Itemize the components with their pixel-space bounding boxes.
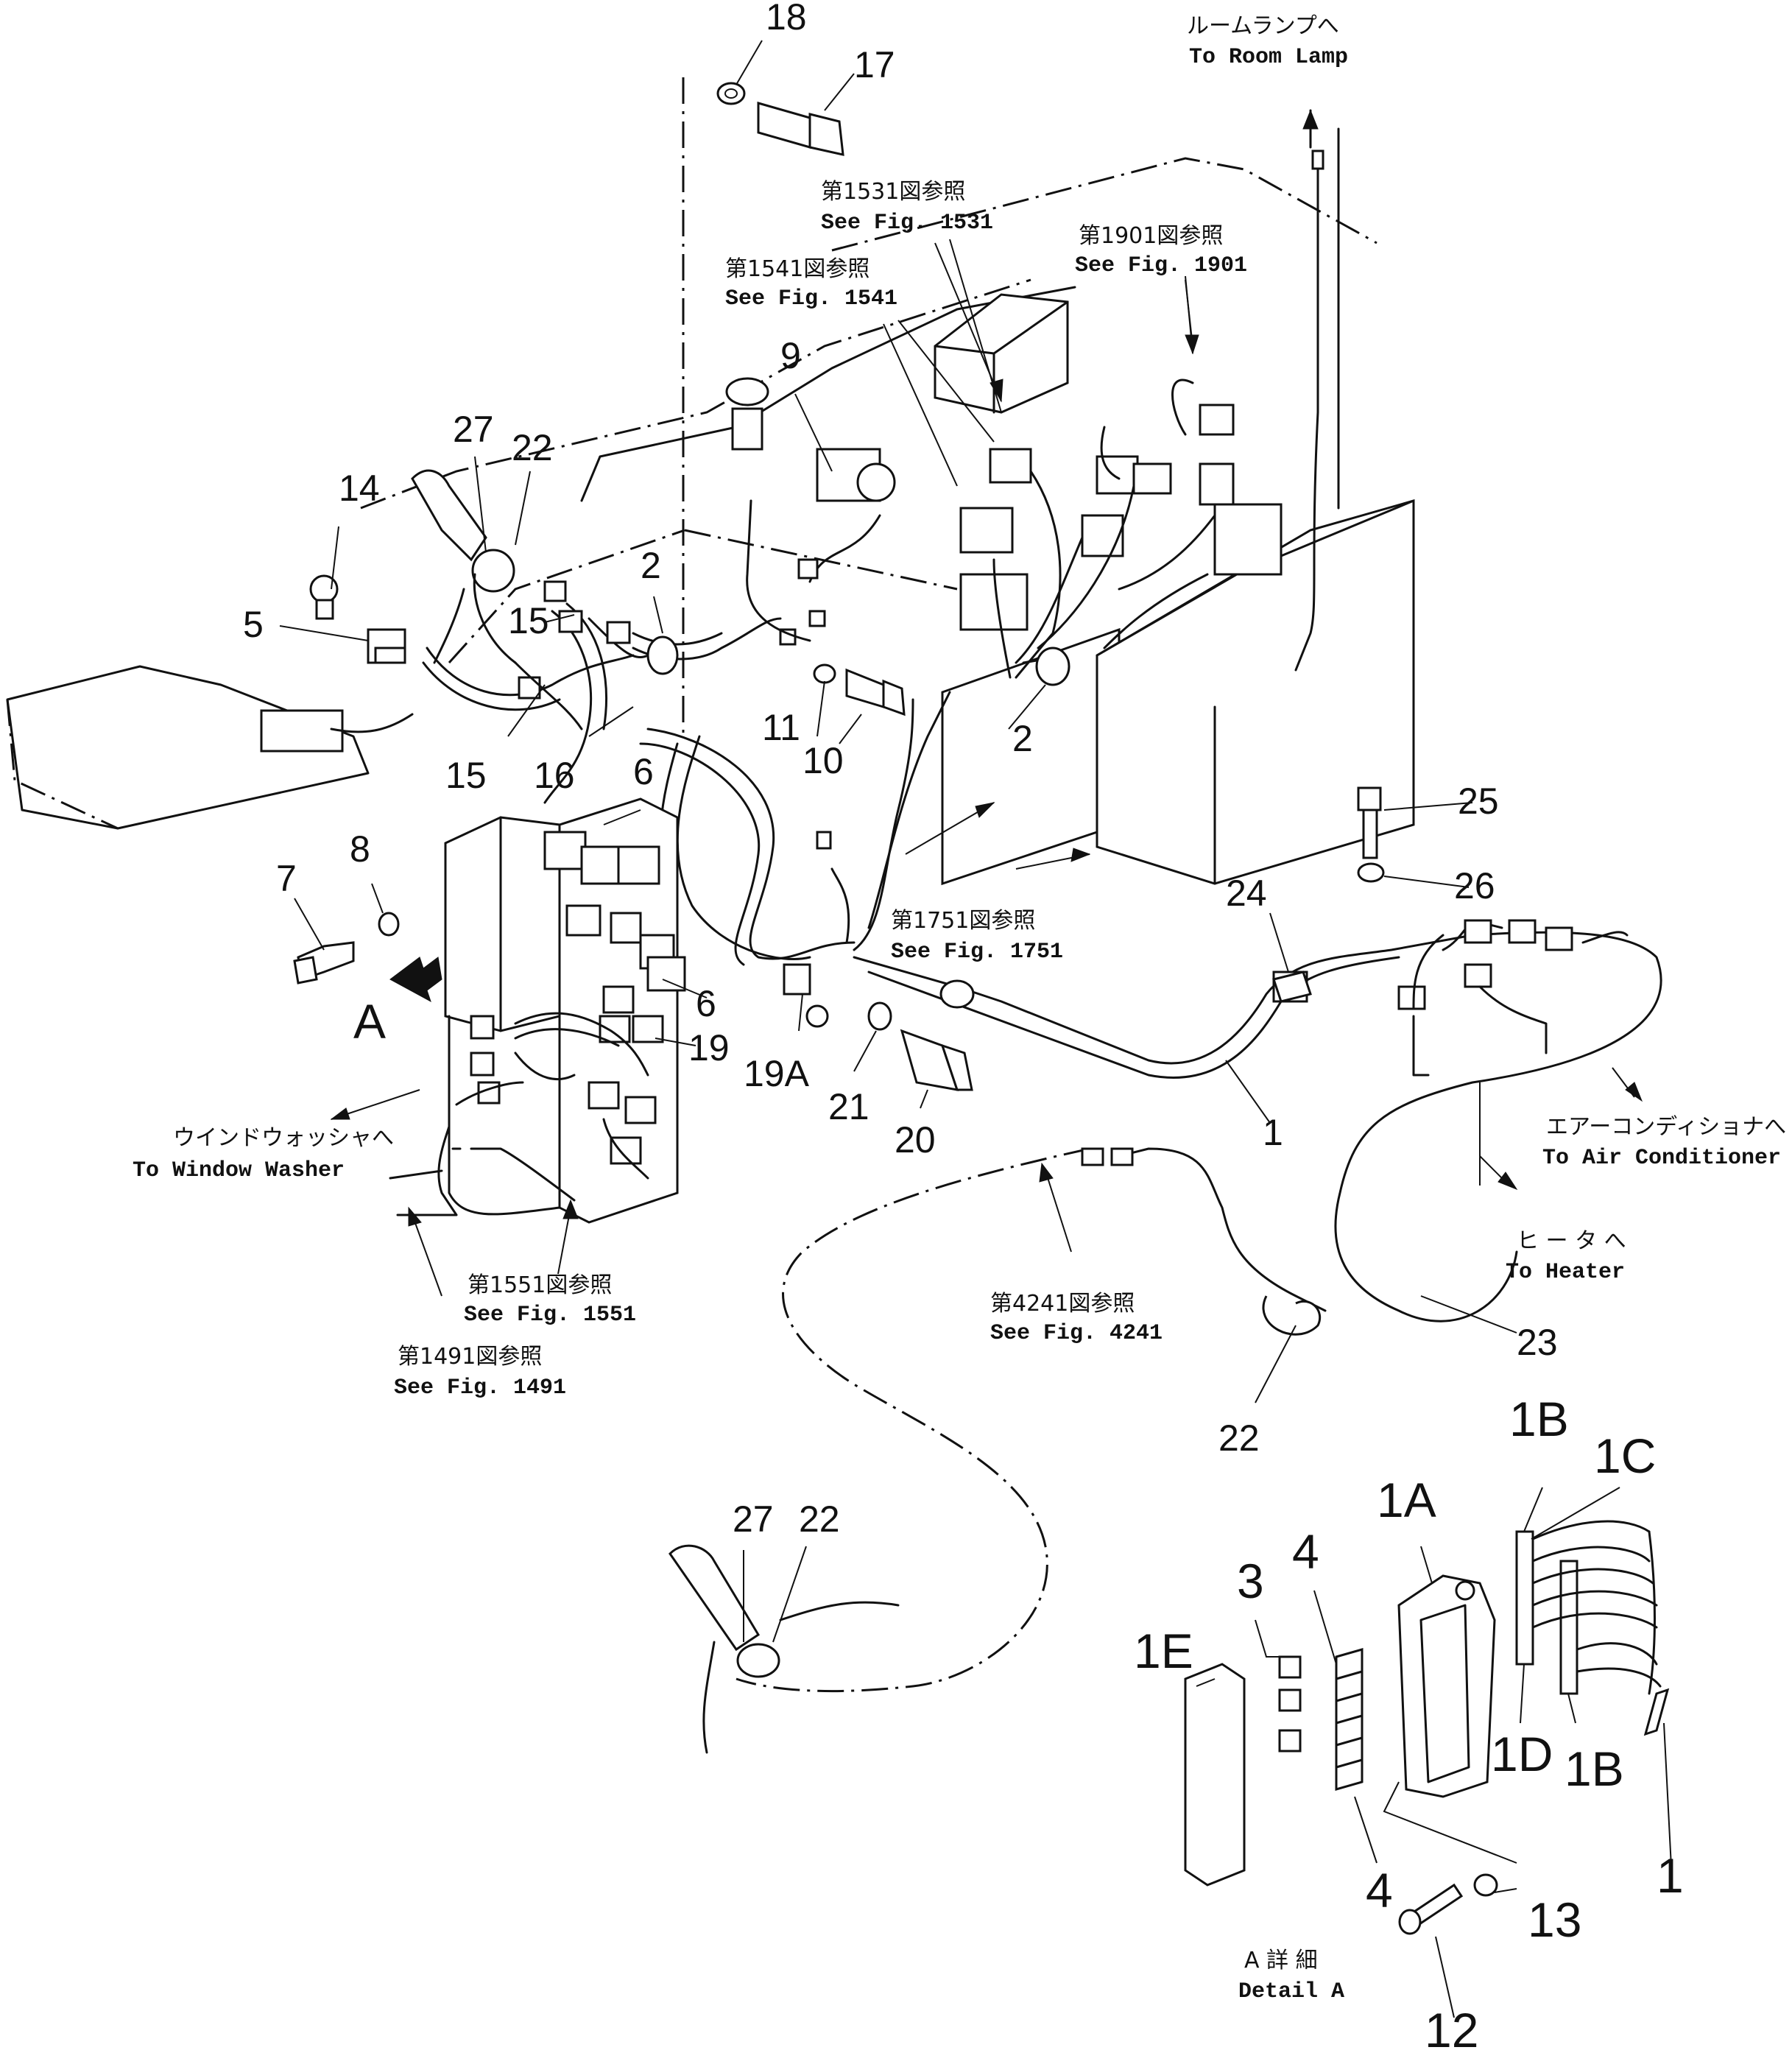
note-fig1551-jp: 第1551図参照	[468, 1272, 612, 1298]
view-arrow-a	[389, 957, 442, 1003]
note-detail-a-jp: A 詳 細	[1244, 1948, 1318, 1973]
callout-4-bottom: 4	[1366, 1863, 1393, 1917]
note-detail-a-en: Detail A	[1238, 1979, 1344, 2004]
relay-fuse-box	[389, 797, 686, 1224]
callout-1A: 1A	[1377, 1473, 1436, 1527]
callout-27-bottom: 27	[733, 1498, 774, 1540]
callout-15-a: 15	[508, 600, 549, 641]
note-fig4241-en: See Fig. 4241	[990, 1321, 1163, 1346]
connector-cluster	[725, 377, 1283, 679]
callout-1-detail: 1	[1657, 1848, 1684, 1903]
note-fig1751-en: See Fig. 1751	[891, 940, 1063, 965]
callout-22-bottom: 22	[799, 1498, 840, 1540]
callout-3: 3	[1237, 1554, 1264, 1608]
note-fig1901-jp: 第1901図参照	[1079, 223, 1223, 249]
callout-8: 8	[350, 828, 370, 870]
leader-lines	[279, 40, 1672, 2018]
note-heater-en: To Heater	[1506, 1260, 1625, 1285]
callout-22-mid: 22	[1218, 1417, 1260, 1459]
note-aircon-jp: エアーコンディショナへ	[1546, 1114, 1786, 1140]
callout-14: 14	[339, 468, 380, 509]
note-fig1491-jp: 第1491図参照	[398, 1344, 542, 1370]
callout-1C: 1C	[1594, 1429, 1656, 1483]
note-fig1541-en: See Fig. 1541	[725, 286, 897, 311]
callout-16: 16	[534, 755, 575, 796]
note-washer-en: To Window Washer	[133, 1158, 345, 1183]
callout-19A: 19A	[744, 1053, 810, 1094]
note-fig1531-jp: 第1531図参照	[821, 179, 965, 205]
reference-arrows	[330, 109, 1643, 1297]
callout-27-top: 27	[453, 409, 494, 450]
callout-5: 5	[243, 604, 264, 645]
note-fig1491-en: See Fig. 1491	[394, 1376, 566, 1401]
right-panel-boxes	[941, 499, 1415, 886]
note-heater-jp: ヒ ー タ へ	[1517, 1228, 1626, 1254]
left-harness	[260, 469, 1070, 804]
callout-17: 17	[854, 44, 895, 85]
callout-1B-top: 1B	[1509, 1392, 1569, 1446]
callout-1D: 1D	[1491, 1727, 1553, 1781]
callout-4-top: 4	[1292, 1524, 1319, 1579]
note-fig1551-en: See Fig. 1551	[464, 1303, 636, 1328]
callout-12: 12	[1425, 2003, 1478, 2050]
callout-15-b: 15	[445, 755, 487, 796]
callout-2-a: 2	[641, 545, 661, 586]
callout-24: 24	[1226, 873, 1267, 914]
callout-7: 7	[276, 858, 297, 899]
callout-1-main: 1	[1263, 1112, 1283, 1153]
callout-20: 20	[895, 1119, 936, 1160]
callout-11: 11	[762, 707, 800, 748]
note-fig1531-en: See Fig. 1531	[821, 211, 993, 236]
callout-25: 25	[1458, 781, 1499, 822]
callout-26: 26	[1454, 865, 1495, 906]
callout-A: A	[353, 994, 386, 1049]
note-fig4241-jp: 第4241図参照	[990, 1291, 1135, 1317]
note-aircon-en: To Air Conditioner	[1542, 1146, 1781, 1171]
fasteners	[293, 82, 1498, 1935]
note-washer-jp: ウインドウォッシャへ	[173, 1125, 394, 1151]
callout-13: 13	[1528, 1892, 1581, 1947]
callout-9: 9	[780, 335, 801, 376]
callout-22-top: 22	[512, 427, 553, 468]
callout-1B-bottom: 1B	[1565, 1741, 1624, 1796]
reference-notes: ルームランプへ To Room Lamp 第1531図参照 See Fig. 1…	[133, 13, 1786, 2004]
lower-harness	[669, 1147, 1327, 1754]
callout-6-b: 6	[696, 983, 716, 1024]
detail-a-parts	[1184, 1520, 1670, 1887]
note-fig1541-jp: 第1541図参照	[725, 256, 869, 282]
note-room-lamp-en: To Room Lamp	[1189, 45, 1348, 70]
callout-19: 19	[688, 1027, 730, 1068]
callout-21: 21	[828, 1086, 869, 1127]
note-fig1901-en: See Fig. 1901	[1075, 253, 1247, 278]
note-fig1751-jp: 第1751図参照	[891, 908, 1035, 934]
callout-numbers: 18 17 27 22 14 5 15 15 16 2 2 9 11 10 6 …	[243, 0, 1684, 2050]
callout-10: 10	[802, 740, 844, 781]
callout-2-b: 2	[1012, 718, 1033, 759]
note-room-lamp-jp: ルームランプへ	[1187, 13, 1339, 39]
callout-18: 18	[766, 0, 807, 38]
callout-23: 23	[1517, 1322, 1558, 1363]
callout-1E: 1E	[1134, 1624, 1193, 1678]
callout-6-a: 6	[633, 751, 654, 792]
